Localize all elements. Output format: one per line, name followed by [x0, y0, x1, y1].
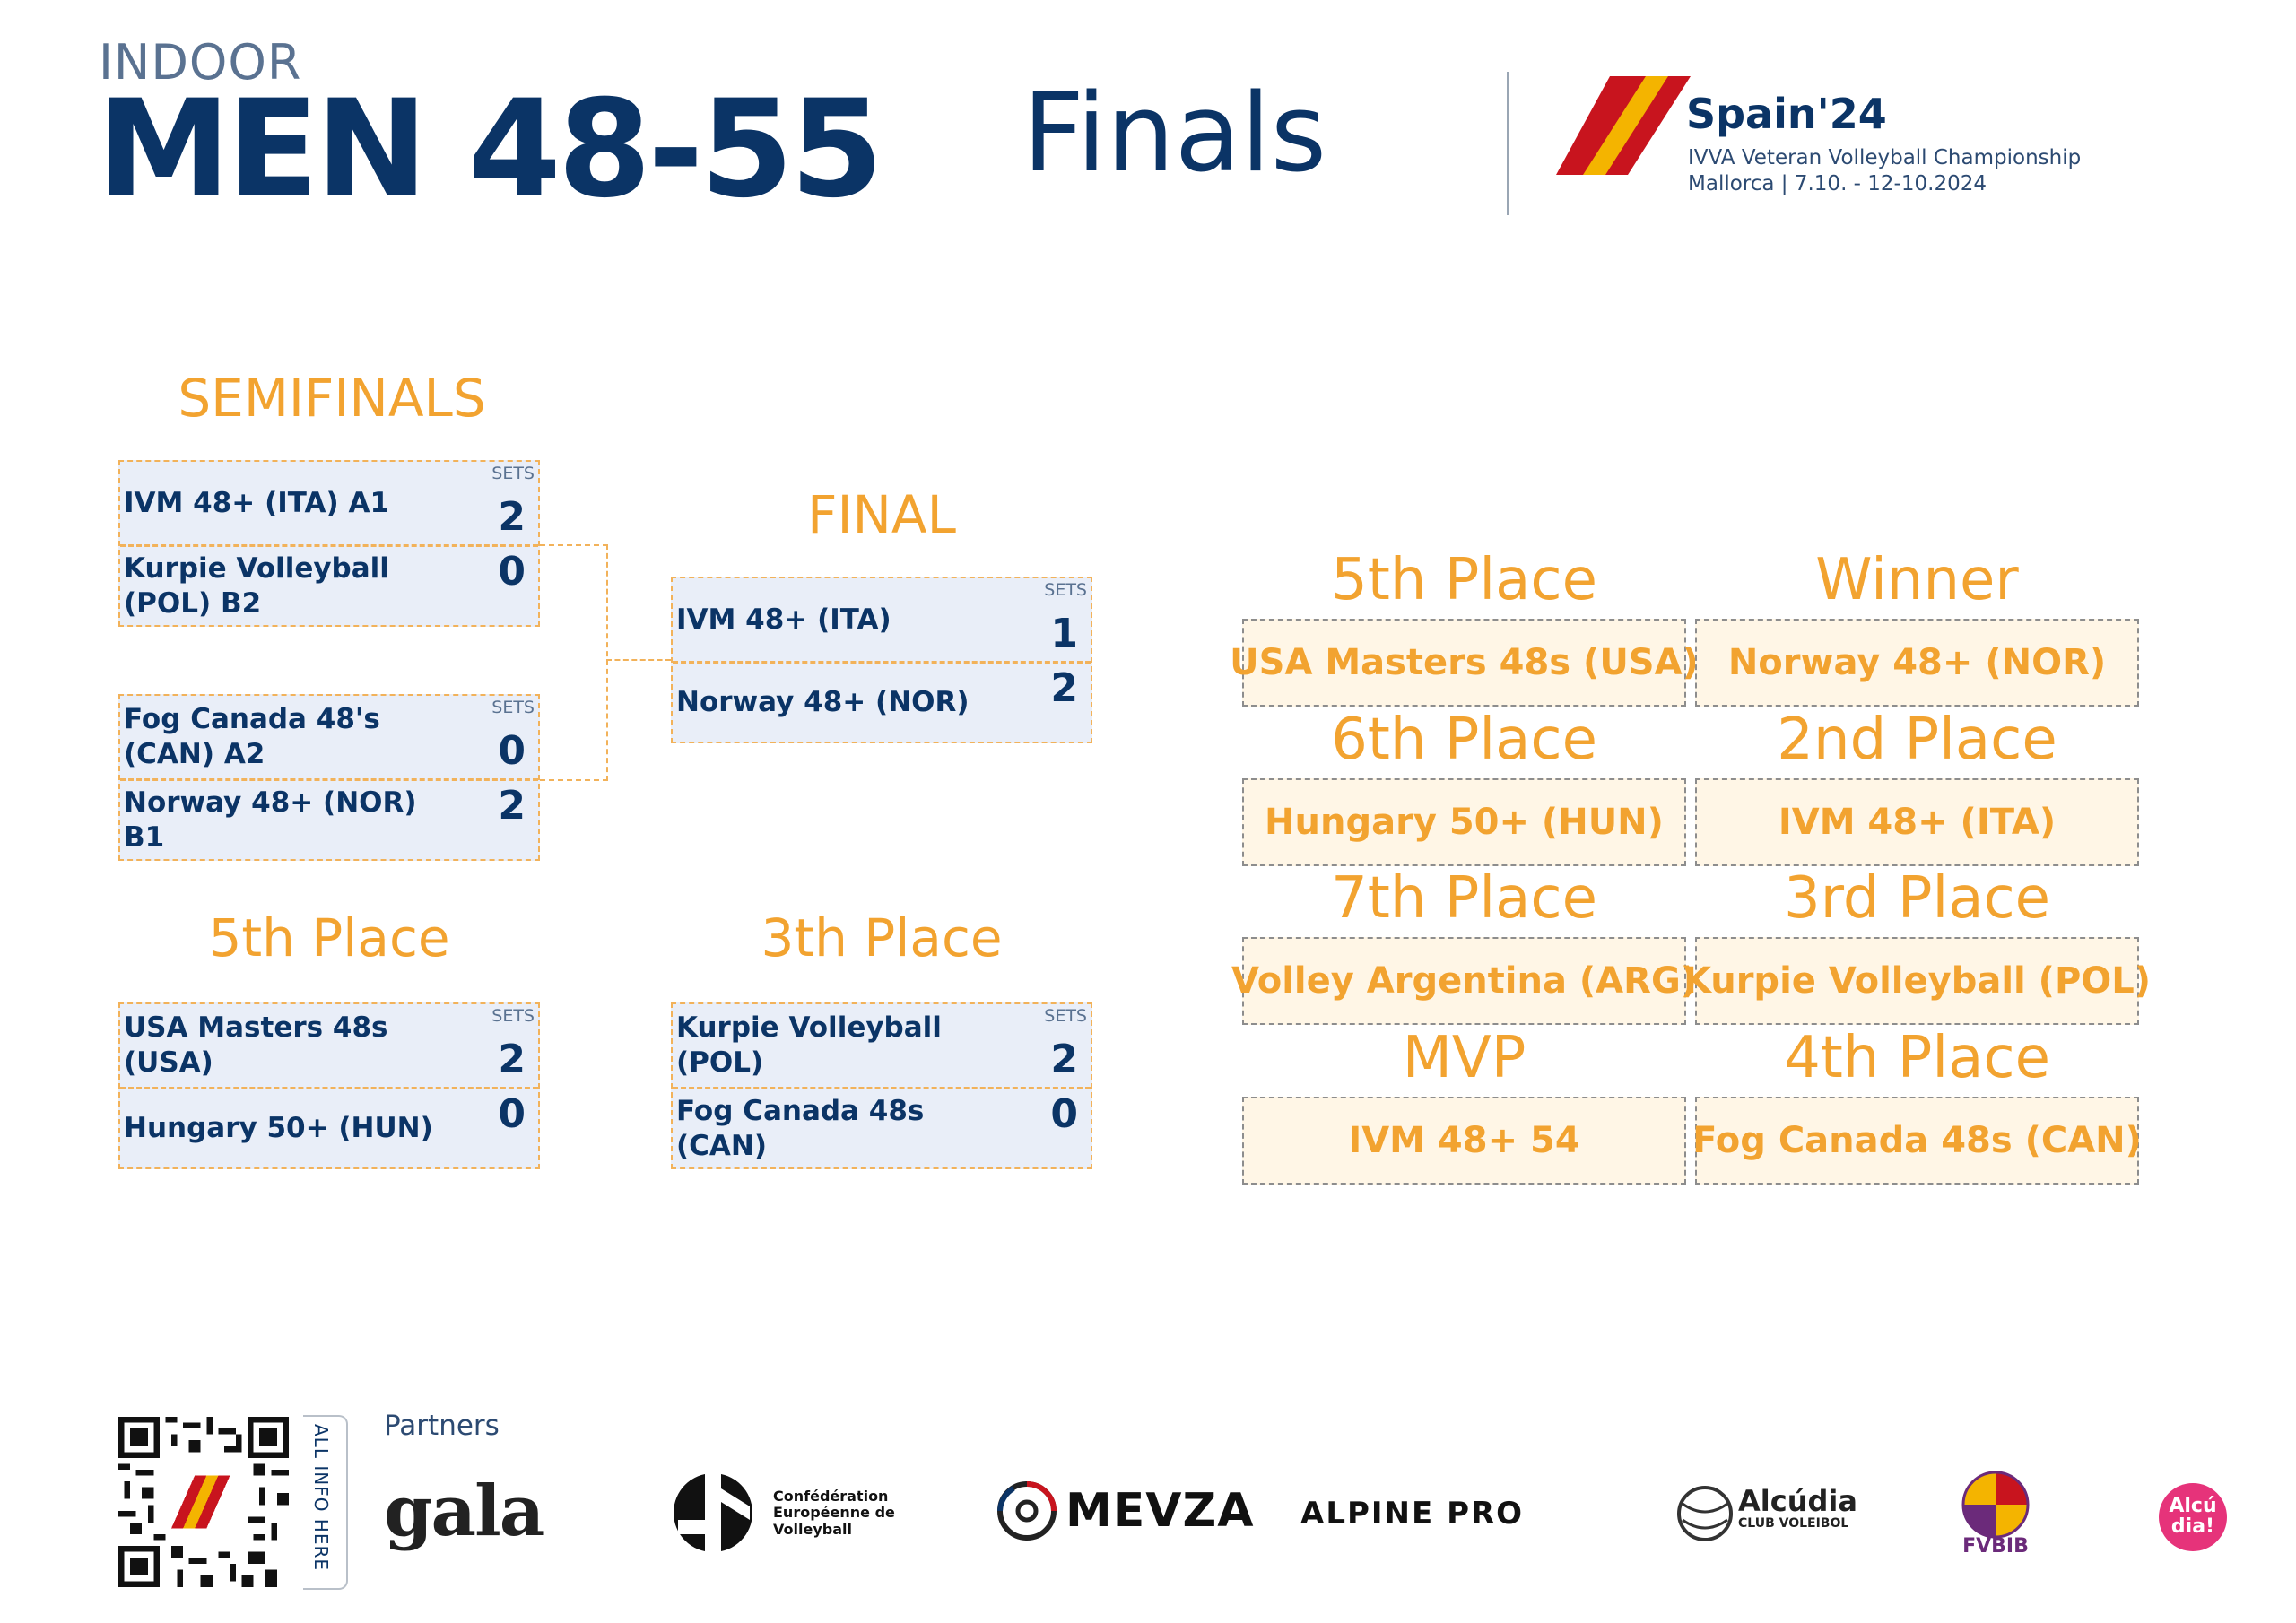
sets-label: SETS	[1044, 580, 1087, 600]
team-score: 2	[498, 783, 526, 829]
alcudia-dia-logo-text: Alcú dia!	[2169, 1495, 2217, 1539]
brand-line-2: Mallorca | 7.10. - 12-10.2024	[1688, 171, 1987, 195]
team-name: Norway 48+ (NOR) B1	[124, 785, 417, 854]
qr-code-icon[interactable]	[118, 1417, 289, 1587]
standing-team-2nd: IVM 48+ (ITA)	[1695, 778, 2139, 866]
brand-line-1: IVVA Veteran Volleyball Championship	[1688, 146, 2082, 169]
team-score: 0	[498, 728, 526, 774]
standing-team-5th: USA Masters 48s (USA)	[1230, 619, 1699, 707]
gala-logo: gala	[384, 1471, 544, 1552]
sets-label: SETS	[491, 1006, 535, 1026]
team-score: 2	[1050, 665, 1078, 711]
cev-logo-text: Confédération Européenne de Volleyball	[773, 1488, 895, 1538]
semifinal-2-team-1-row: Fog Canada 48's (CAN) A2 SETS 0	[120, 696, 538, 778]
team-name: USA Masters 48s (USA)	[124, 1011, 388, 1079]
semifinal-match-1: IVM 48+ (ITA) A1 SETS 2 Kurpie Volleybal…	[118, 460, 540, 627]
team-score: 0	[498, 549, 526, 595]
header-divider	[1507, 72, 1509, 215]
fifth-place-match-title: 5th Place	[208, 907, 450, 968]
fifth-place-team-2-row: Hungary 50+ (HUN) 0	[120, 1087, 538, 1167]
fvbib-emblem-icon	[1961, 1471, 2030, 1539]
semifinal-2-team-2-row: Norway 48+ (NOR) B1 2	[120, 778, 538, 859]
standing-team-6th: Hungary 50+ (HUN)	[1242, 778, 1686, 866]
standing-label-winner: Winner	[1815, 547, 2019, 613]
team-name: IVM 48+ (ITA) A1	[124, 486, 390, 519]
final-match: IVM 48+ (ITA) SETS 1 Norway 48+ (NOR) 2	[671, 577, 1092, 743]
sets-label: SETS	[491, 698, 535, 717]
semifinal-match-2: Fog Canada 48's (CAN) A2 SETS 0 Norway 4…	[118, 694, 540, 861]
fifth-place-match: USA Masters 48s (USA) SETS 2 Hungary 50+…	[118, 1002, 540, 1169]
alpine-pro-logo: ALPINE PRO	[1300, 1496, 1525, 1532]
team-score: 0	[1050, 1091, 1078, 1137]
semifinal-1-team-1-row: IVM 48+ (ITA) A1 SETS 2	[120, 462, 538, 544]
mevza-logo-text: MEVZA	[1065, 1484, 1255, 1538]
partners-label: Partners	[384, 1410, 500, 1442]
team-name: Hungary 50+ (HUN)	[124, 1112, 433, 1145]
standing-team-3rd: Kurpie Volleyball (POL)	[1683, 937, 2151, 1025]
third-place-match: Kurpie Volleyball (POL) SETS 2 Fog Canad…	[671, 1002, 1092, 1169]
qr-info-label: ALL INFO HERE	[310, 1424, 332, 1571]
standing-label-mvp: MVP	[1402, 1025, 1526, 1091]
final-title: FINAL	[807, 484, 956, 545]
team-name: IVM 48+ (ITA)	[676, 603, 891, 636]
team-score: 2	[498, 494, 526, 540]
team-name: Kurpie Volleyball (POL) B2	[124, 551, 389, 620]
third-place-team-2-row: Fog Canada 48s (CAN) 0	[673, 1087, 1091, 1167]
standing-label-7th: 7th Place	[1331, 865, 1597, 932]
bracket-connector	[540, 544, 608, 781]
brand-subtitle: IVVA Veteran Volleyball Championship Mal…	[1688, 145, 2081, 197]
sets-label: SETS	[1044, 1006, 1087, 1026]
team-score: 2	[1050, 1037, 1078, 1082]
cev-line-2: Européenne de	[773, 1504, 895, 1522]
standing-label-4th: 4th Place	[1784, 1025, 2050, 1091]
alcudia-club-ball-icon	[1677, 1486, 1733, 1541]
team-score: 2	[498, 1037, 526, 1082]
category-label: INDOOR	[99, 34, 302, 91]
alcudia-club-sub: CLUB VOLEIBOL	[1738, 1515, 1849, 1531]
mevza-ball-icon	[997, 1481, 1057, 1541]
standing-team-mvp: IVM 48+ 54	[1242, 1097, 1686, 1185]
cev-logo-icon	[674, 1473, 752, 1552]
brand-name: Spain'24	[1686, 90, 1887, 138]
fvbib-logo-text: FVBIB	[1962, 1535, 2029, 1558]
alcudia-club-logo-text: Alcúdia CLUB VOLEIBOL	[1738, 1484, 1857, 1531]
team-name: Fog Canada 48s (CAN)	[676, 1094, 925, 1162]
fifth-place-team-1-row: USA Masters 48s (USA) SETS 2	[120, 1004, 538, 1087]
third-place-match-title: 3th Place	[761, 907, 1003, 968]
team-score: 0	[498, 1091, 526, 1137]
page-title: Finals	[1022, 72, 1327, 196]
standing-team-4th: Fog Canada 48s (CAN)	[1692, 1097, 2142, 1185]
standing-label-6th: 6th Place	[1331, 707, 1597, 773]
alcudia-dia-logo-icon	[2159, 1483, 2227, 1551]
team-name: Kurpie Volleyball (POL)	[676, 1011, 942, 1079]
standing-label-5th: 5th Place	[1331, 547, 1597, 613]
qr-info-tab[interactable]: ALL INFO HERE	[303, 1415, 348, 1590]
standing-label-3rd: 3rd Place	[1783, 865, 2051, 932]
semifinal-1-team-2-row: Kurpie Volleyball (POL) B2 0	[120, 544, 538, 625]
standing-label-2nd: 2nd Place	[1777, 707, 2057, 773]
final-team-2-row: Norway 48+ (NOR) 2	[673, 661, 1091, 742]
standing-team-7th: Volley Argentina (ARG)	[1231, 937, 1697, 1025]
team-name: Fog Canada 48's (CAN) A2	[124, 703, 380, 770]
gala-logo-text: gala	[384, 1471, 544, 1552]
cev-line-3: Volleyball	[773, 1520, 852, 1538]
standing-team-winner: Norway 48+ (NOR)	[1695, 619, 2139, 707]
sets-label: SETS	[491, 464, 535, 483]
team-name: Norway 48+ (NOR)	[676, 686, 970, 719]
cev-line-1: Confédération	[773, 1488, 889, 1505]
category-title: MEN 48-55	[97, 72, 883, 228]
final-team-1-row: IVM 48+ (ITA) SETS 1	[673, 578, 1091, 661]
bracket-connector-to-final	[606, 659, 671, 661]
semifinals-title: SEMIFINALS	[178, 368, 486, 429]
third-place-team-1-row: Kurpie Volleyball (POL) SETS 2	[673, 1004, 1091, 1087]
spain-flag-logo-icon	[1556, 76, 1691, 175]
alcudia-club-name: Alcúdia	[1738, 1484, 1857, 1518]
team-score: 1	[1050, 611, 1078, 656]
